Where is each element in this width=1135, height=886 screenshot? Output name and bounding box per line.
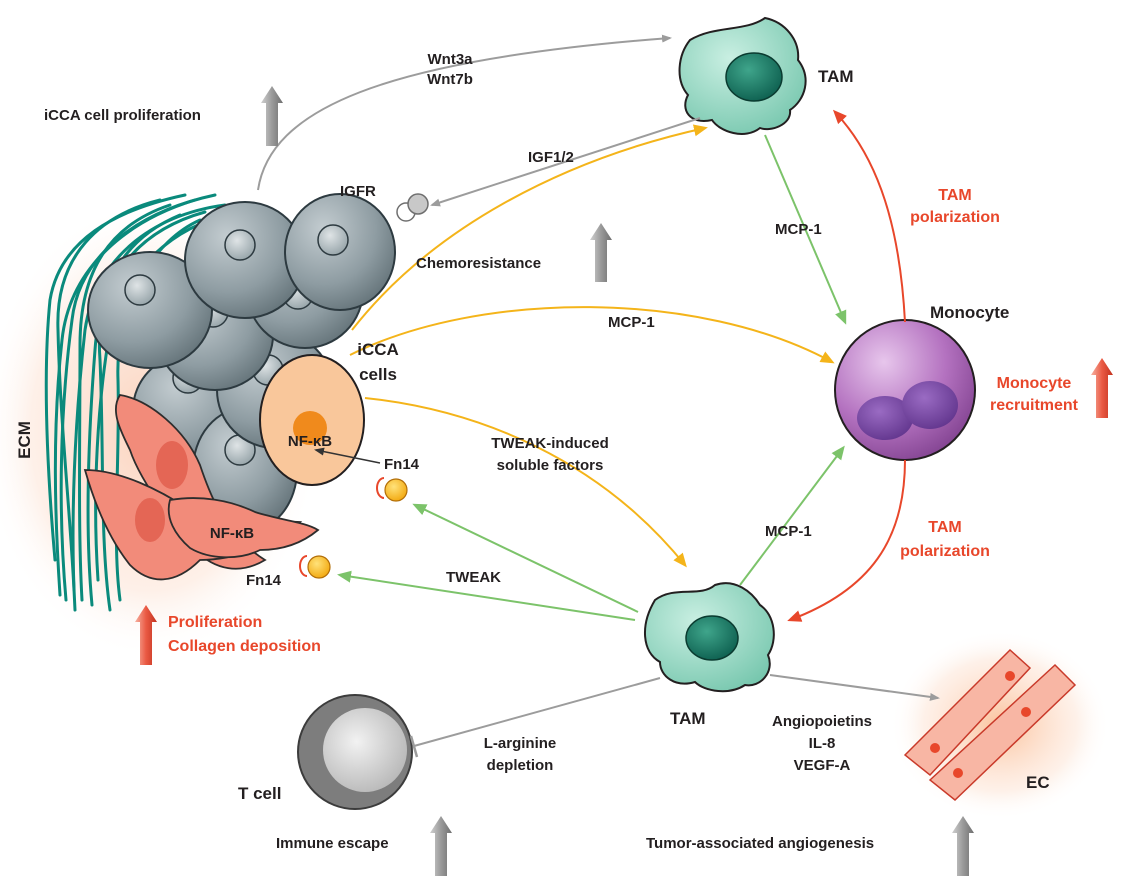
label-l-arginine-1: L-arginine (484, 735, 557, 752)
label-mcp1-tam-monocyte: MCP-1 (775, 221, 822, 238)
label-igf: IGF1/2 (528, 149, 574, 166)
label-fibro-2: Collagen deposition (168, 638, 321, 655)
arrow-tweak-soluble (364, 397, 687, 568)
up-arrow-fibroblast (135, 605, 157, 665)
icca-cell-nfkb (259, 354, 365, 486)
fn14-receptor-upper (376, 477, 408, 502)
arrow-mcp1-tam-bottom (739, 445, 845, 586)
label-tam-polarization-top-1: TAM (938, 187, 971, 204)
label-nfkb-fibro: NF-κB (210, 525, 254, 542)
arrow-fn14-nfkb (314, 447, 381, 464)
arrow-chemoresistance (351, 124, 708, 331)
endothelial-cells (903, 648, 1077, 801)
igfr-receptor (396, 193, 429, 222)
fibroblast (167, 497, 320, 559)
label-monocyte: Monocyte (930, 303, 1009, 322)
inhibit-l-arginine-bar (409, 735, 419, 758)
label-wnt-1: Wnt3a (428, 51, 474, 68)
label-tweak: TWEAK (446, 569, 501, 586)
label-icca-cells-2: cells (359, 365, 397, 384)
label-tam-polarization-bottom-1: TAM (928, 519, 961, 536)
label-fn14-lower: Fn14 (246, 572, 282, 589)
label-angio-1: Angiopoietins (772, 713, 872, 730)
label-ecm: ECM (15, 421, 34, 459)
up-arrow-chemoresistance (590, 223, 612, 282)
label-tam-top: TAM (818, 67, 854, 86)
label-tam-bottom: TAM (670, 709, 706, 728)
label-tam-polarization-bottom-2: polarization (900, 543, 990, 560)
label-angiogenesis: Tumor-associated angiogenesis (646, 835, 874, 852)
up-arrow-monocyte-recruitment (1091, 358, 1113, 418)
label-fibro-1: Proliferation (168, 614, 262, 631)
arrow-tweak-fn14-upper (412, 503, 639, 613)
arrow-polarization-bottom (787, 459, 906, 622)
arrow-angiogenesis (769, 674, 940, 701)
tam-cell-top (678, 16, 807, 135)
t-cell (297, 694, 413, 810)
fibroblasts (83, 394, 320, 581)
icca-cell (184, 201, 306, 319)
label-fn14-upper: Fn14 (384, 456, 420, 473)
label-tweak-soluble-1: TWEAK-induced (491, 435, 609, 452)
arrow-igf (430, 117, 701, 207)
label-icca-cells-1: iCCA (357, 340, 399, 359)
label-tam-polarization-top-2: polarization (910, 209, 1000, 226)
label-monocyte-recruitment-1: Monocyte (997, 375, 1072, 392)
label-l-arginine-2: depletion (487, 757, 554, 774)
label-monocyte-recruitment-2: recruitment (990, 397, 1079, 414)
inhibit-l-arginine (413, 677, 661, 747)
label-nfkb-tumor: NF-κB (288, 433, 332, 450)
icca-cell (87, 251, 213, 369)
label-chemoresistance: Chemoresistance (416, 255, 541, 272)
up-arrow-immune-escape (430, 816, 452, 876)
label-immune-escape: Immune escape (276, 835, 389, 852)
label-wnt-2: Wnt7b (427, 71, 473, 88)
label-mcp1-tam-bottom: MCP-1 (765, 523, 812, 540)
monocyte-cell (834, 319, 976, 461)
label-ec: EC (1026, 773, 1050, 792)
arrow-mcp1-icca (349, 306, 835, 364)
arrow-mcp1-tam-top (764, 134, 847, 325)
label-tweak-soluble-2: soluble factors (497, 457, 604, 474)
tam-cell-bottom (643, 582, 775, 693)
arrow-wnt (257, 34, 672, 191)
label-proliferation: iCCA cell proliferation (44, 107, 201, 124)
label-angio-2: IL-8 (809, 735, 836, 752)
label-t-cell: T cell (238, 784, 281, 803)
up-arrow-proliferation (261, 86, 283, 146)
arrow-tweak-fn14-lower (337, 570, 636, 621)
up-arrow-angiogenesis (952, 816, 974, 876)
icca-cell (284, 193, 396, 311)
label-mcp1-icca-monocyte: MCP-1 (608, 314, 655, 331)
fn14-receptor-lower (299, 555, 331, 579)
label-igfr: IGFR (340, 183, 376, 200)
arrow-polarization-top (832, 109, 906, 323)
label-angio-3: VEGF-A (794, 757, 851, 774)
